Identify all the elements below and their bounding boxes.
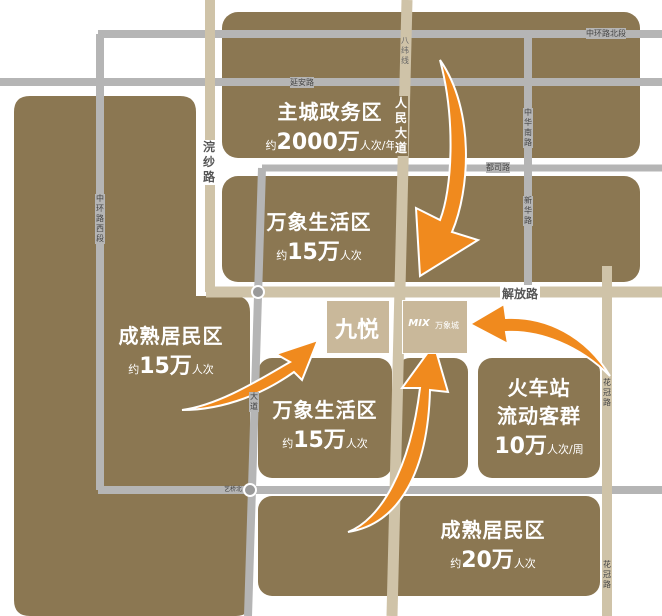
project-mix-logo: MIX	[408, 318, 430, 329]
project-jiuyue-label: 九悦	[334, 317, 379, 343]
road-label-dadao: 大道	[249, 392, 259, 412]
road-label-huaguan: 花冠路	[603, 378, 611, 407]
road-label-xinhua: 新华路	[523, 196, 533, 226]
wanxiang-top-prefix: 约	[276, 249, 288, 262]
project-jiuyue-tile	[326, 300, 390, 354]
wanxiang-top-number: 15万	[287, 240, 340, 265]
wanxiang-top-unit: 人次	[339, 249, 362, 262]
mature-bottom-number: 20万	[461, 548, 514, 573]
wanxiang-bottom-number: 15万	[293, 428, 346, 453]
road-label-zhonghuan-west: 中环路西段	[95, 194, 105, 244]
wanxiang-bottom-prefix: 约	[282, 437, 294, 450]
wanxiang-bottom-unit: 人次	[345, 437, 368, 450]
road-label-jiefang: 解放路	[500, 285, 541, 302]
station-title-1: 火车站	[507, 376, 571, 400]
road-label-renmin: 人民大道	[394, 96, 408, 156]
mature-left-stat: 约15万人次	[108, 348, 234, 380]
wanxiang-bottom-title: 万象生活区	[272, 398, 378, 422]
station-title-2: 流动客群	[497, 404, 581, 428]
road-label-bayi: 八纬线	[401, 36, 409, 65]
road-label-zhonghuan-north: 中环路北段	[586, 28, 626, 39]
main-city-prefix: 约	[265, 139, 277, 152]
main-city-stat: 约2000万人次/年	[226, 124, 436, 156]
mature-bottom-unit: 人次	[513, 557, 536, 570]
road-label-yiqiao: 艺桥北	[224, 486, 243, 493]
mature-left-title: 成熟居民区	[118, 324, 224, 348]
arrow-from-north	[414, 59, 481, 278]
wanxiang-top-stat: 约15万人次	[256, 234, 382, 266]
station-stat: 10万人次/周	[478, 428, 600, 460]
main-city-title: 主城政务区	[277, 100, 383, 124]
road-label-duisi: 都司路	[486, 162, 510, 173]
station-unit: 人次/周	[546, 443, 584, 456]
zone-wanxiang-bottom	[258, 358, 392, 478]
wanxiang-bottom-stat: 约15万人次	[258, 422, 392, 454]
intersection-dot	[243, 483, 257, 497]
arrow-from-station	[467, 302, 611, 377]
mature-left-number: 15万	[139, 354, 192, 379]
arrow-from-left	[181, 338, 320, 411]
mature-bottom-prefix: 约	[450, 557, 462, 570]
mature-bottom-title: 成熟居民区	[440, 518, 546, 542]
zone-mature-bottom	[258, 496, 600, 596]
road-label-huansha: 浣纱路	[202, 140, 216, 185]
road-label-zhonghua-south: 中华南路	[523, 108, 533, 148]
mature-bottom-stat: 约20万人次	[428, 542, 558, 574]
station-number: 10万	[494, 434, 547, 459]
project-mix-name: 万象城	[435, 321, 459, 330]
wanxiang-top-title: 万象生活区	[266, 210, 372, 234]
main-city-number: 2000万	[276, 130, 360, 155]
main-city-unit: 人次/年	[359, 139, 397, 152]
intersection-dot	[251, 285, 265, 299]
project-mix-tile	[402, 300, 468, 354]
mature-left-prefix: 约	[128, 363, 140, 376]
road-label-huaguan-2: 花冠路	[603, 560, 611, 589]
road-label-yanan: 延安路	[290, 77, 314, 88]
zone-station	[478, 358, 600, 478]
mature-left-unit: 人次	[191, 363, 214, 376]
